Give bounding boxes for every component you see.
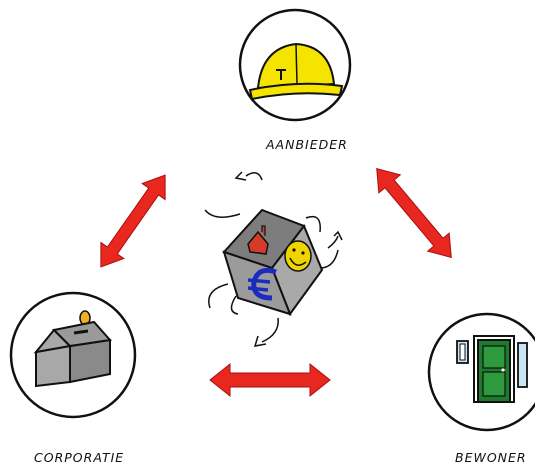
arrow-provider-resident	[366, 160, 462, 267]
smiley-icon	[285, 241, 311, 271]
rotating-cube-icon	[205, 172, 342, 346]
corporation-label: CORPORATIE	[34, 450, 124, 465]
provider-label: AANBIEDER	[265, 137, 348, 152]
resident-label: BEWONER	[455, 450, 527, 465]
corporation-node: CORPORATIE	[11, 293, 135, 465]
resident-node: BEWONER	[429, 314, 535, 465]
arrow-provider-corporation	[89, 167, 176, 275]
arrow-corporation-resident	[210, 364, 330, 396]
provider-node: AANBIEDER	[240, 10, 350, 152]
